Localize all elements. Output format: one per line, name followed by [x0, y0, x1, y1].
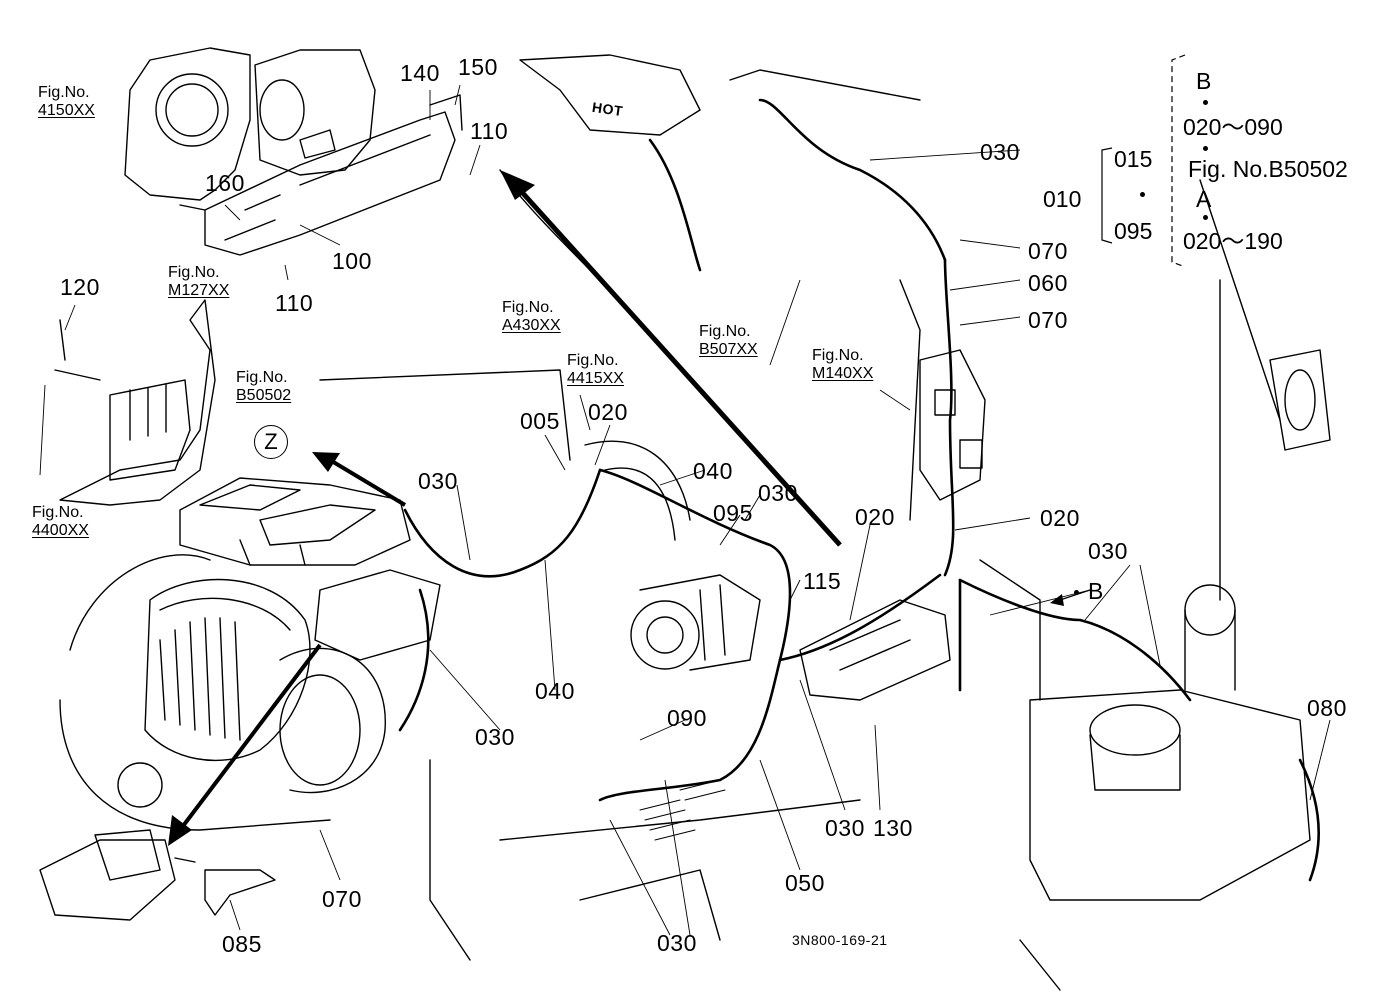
fig-ref-4415xx[interactable]: Fig.No. 4415XX	[567, 352, 624, 389]
part-label-030: 030	[657, 930, 697, 956]
bracket-100	[179, 94, 463, 256]
fig-ref-m127xx[interactable]: Fig.No. M127XX	[168, 264, 229, 301]
legend-dot	[1203, 100, 1208, 105]
fig-ref-b507xx[interactable]: Fig.No. B507XX	[699, 323, 758, 360]
intake-hose	[519, 54, 701, 541]
alternator	[630, 574, 761, 671]
legend-dot	[1140, 192, 1145, 197]
legend-fig-ref[interactable]: Fig. No.B50502	[1188, 156, 1348, 182]
legend-dot	[1203, 146, 1208, 151]
part-label-070: 070	[1028, 307, 1068, 333]
fig-ref-caption: Fig.No.	[567, 352, 619, 369]
point-b-label: B	[1088, 578, 1104, 604]
part-label-070: 070	[1028, 238, 1068, 264]
part-label-140: 140	[400, 60, 440, 86]
fig-ref-m140xx[interactable]: Fig.No. M140XX	[812, 347, 873, 384]
harness-wires	[398, 98, 1320, 882]
leader-lines	[39, 84, 1331, 936]
part-label-095: 095	[713, 500, 753, 526]
drawing-code: 3N800-169-21	[792, 932, 888, 948]
fig-ref-caption: Fig.No.	[502, 299, 554, 316]
legend-branch-bottom: 095	[1114, 218, 1153, 244]
part-label-110: 110	[470, 118, 509, 144]
hatching	[639, 779, 726, 841]
fig-ref-number: B50502	[236, 387, 292, 405]
fig-ref-4400xx[interactable]: Fig.No. 4400XX	[32, 504, 89, 541]
part-label-020: 020	[588, 399, 628, 425]
legend-a-letter: A	[1196, 186, 1212, 212]
part-label-115: 115	[803, 568, 842, 594]
fig-ref-caption: Fig.No.	[236, 369, 288, 386]
legend-branch-top: 015	[1114, 146, 1153, 172]
part-label-030: 030	[418, 468, 458, 494]
part-label-030: 030	[758, 480, 798, 506]
legend-dot	[1203, 215, 1208, 220]
legend-b-range: 020～090	[1183, 114, 1283, 140]
part-label-040: 040	[693, 458, 733, 484]
frame-outline	[319, 69, 1281, 991]
fig-ref-number: 4400XX	[32, 522, 89, 540]
part-label-030: 030	[980, 139, 1020, 165]
fig-ref-caption: Fig.No.	[38, 84, 90, 101]
part-label-100: 100	[332, 248, 372, 274]
part-label-080: 080	[1307, 695, 1347, 721]
part-label-090: 090	[667, 705, 707, 731]
fig-ref-caption: Fig.No.	[699, 323, 751, 340]
part-label-150: 150	[458, 54, 498, 80]
part-label-020: 020	[855, 504, 895, 530]
sensor-bracket-085	[39, 829, 276, 921]
part-label-020: 020	[1040, 505, 1080, 531]
fuel-filter-assembly	[1029, 349, 1331, 901]
relay-cluster	[919, 349, 986, 501]
fig-ref-caption: Fig.No.	[32, 504, 84, 521]
fig-ref-caption: Fig.No.	[168, 264, 220, 281]
part-label-120: 120	[60, 274, 100, 300]
part-label-005: 005	[520, 408, 560, 434]
fig-ref-number: A430XX	[502, 317, 561, 335]
fig-ref-number: M140XX	[812, 365, 874, 383]
fig-ref-a430xx[interactable]: Fig.No. A430XX	[502, 299, 561, 336]
legend-root: 010	[1043, 186, 1082, 212]
point-b-dot	[1074, 590, 1079, 595]
direction-arrows	[168, 170, 1091, 846]
fig-ref-b50502[interactable]: Fig.No. B50502	[236, 369, 291, 406]
fig-ref-number: M127XX	[168, 282, 230, 300]
flywheel-housing	[124, 47, 376, 201]
part-label-030: 030	[825, 815, 865, 841]
legend-b-letter: B	[1196, 68, 1212, 94]
part-label-070: 070	[322, 886, 362, 912]
part-label-030: 030	[1088, 538, 1128, 564]
dpf-muffler	[59, 554, 386, 831]
fig-ref-number: 4415XX	[567, 370, 624, 388]
fig-ref-caption: Fig.No.	[812, 347, 864, 364]
legend-brackets	[1101, 54, 1186, 268]
part-label-050: 050	[785, 870, 825, 896]
view-marker-z[interactable]: Z	[254, 425, 288, 459]
fig-ref-number: 4150XX	[38, 102, 95, 120]
fig-ref-number: B507XX	[699, 341, 758, 359]
part-label-160: 160	[205, 170, 245, 196]
part-label-060: 060	[1028, 270, 1068, 296]
part-label-130: 130	[873, 815, 913, 841]
stay-bracket	[54, 299, 216, 506]
part-label-110: 110	[275, 290, 314, 316]
part-label-085: 085	[222, 931, 262, 957]
legend-a-range: 020～190	[1183, 228, 1283, 254]
fig-ref-4150xx[interactable]: Fig.No. 4150XX	[38, 84, 95, 121]
starter-motor	[799, 599, 951, 701]
part-label-040: 040	[535, 678, 575, 704]
ecu-unit	[179, 477, 441, 661]
part-label-030: 030	[475, 724, 515, 750]
